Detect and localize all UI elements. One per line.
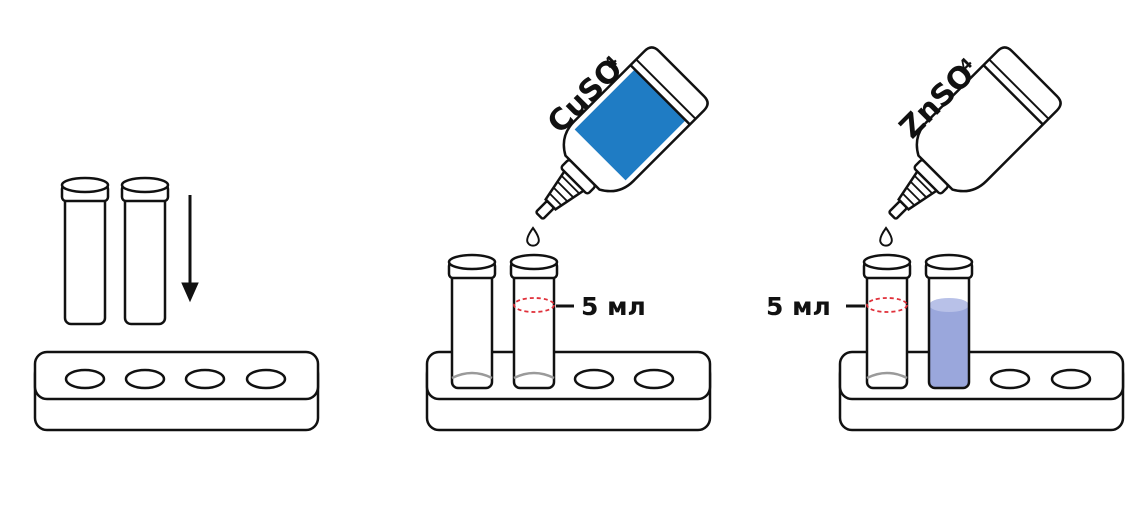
test-tube-rack-1 <box>33 350 320 432</box>
test-tube-2b <box>509 253 559 390</box>
volume-mark-3: 5 мл <box>766 292 908 321</box>
test-tube-2a <box>447 253 497 390</box>
test-tube-rack-2 <box>425 350 712 432</box>
test-tube-1a <box>60 176 110 326</box>
test-tube-1b <box>120 176 170 326</box>
znso4-dropper-bottle <box>888 46 1062 220</box>
volume-label-3: 5 мл <box>766 292 831 321</box>
test-tube-3b <box>924 253 974 390</box>
droplet-icon <box>526 226 540 247</box>
droplet-icon <box>879 226 893 247</box>
cuso4-dropper-bottle <box>535 46 709 220</box>
volume-label-2: 5 мл <box>581 292 646 321</box>
step-2-panel: 5 мл CuSO 4 <box>425 46 712 432</box>
step-3-panel: 5 мл ZnSO 4 <box>766 46 1125 432</box>
blue-liquid <box>929 305 969 388</box>
down-arrow-icon <box>181 195 199 303</box>
step-1-panel <box>33 176 320 432</box>
test-tube-rack-3 <box>838 350 1125 432</box>
volume-mark-2: 5 мл <box>513 292 646 321</box>
test-tube-3a <box>862 253 912 390</box>
